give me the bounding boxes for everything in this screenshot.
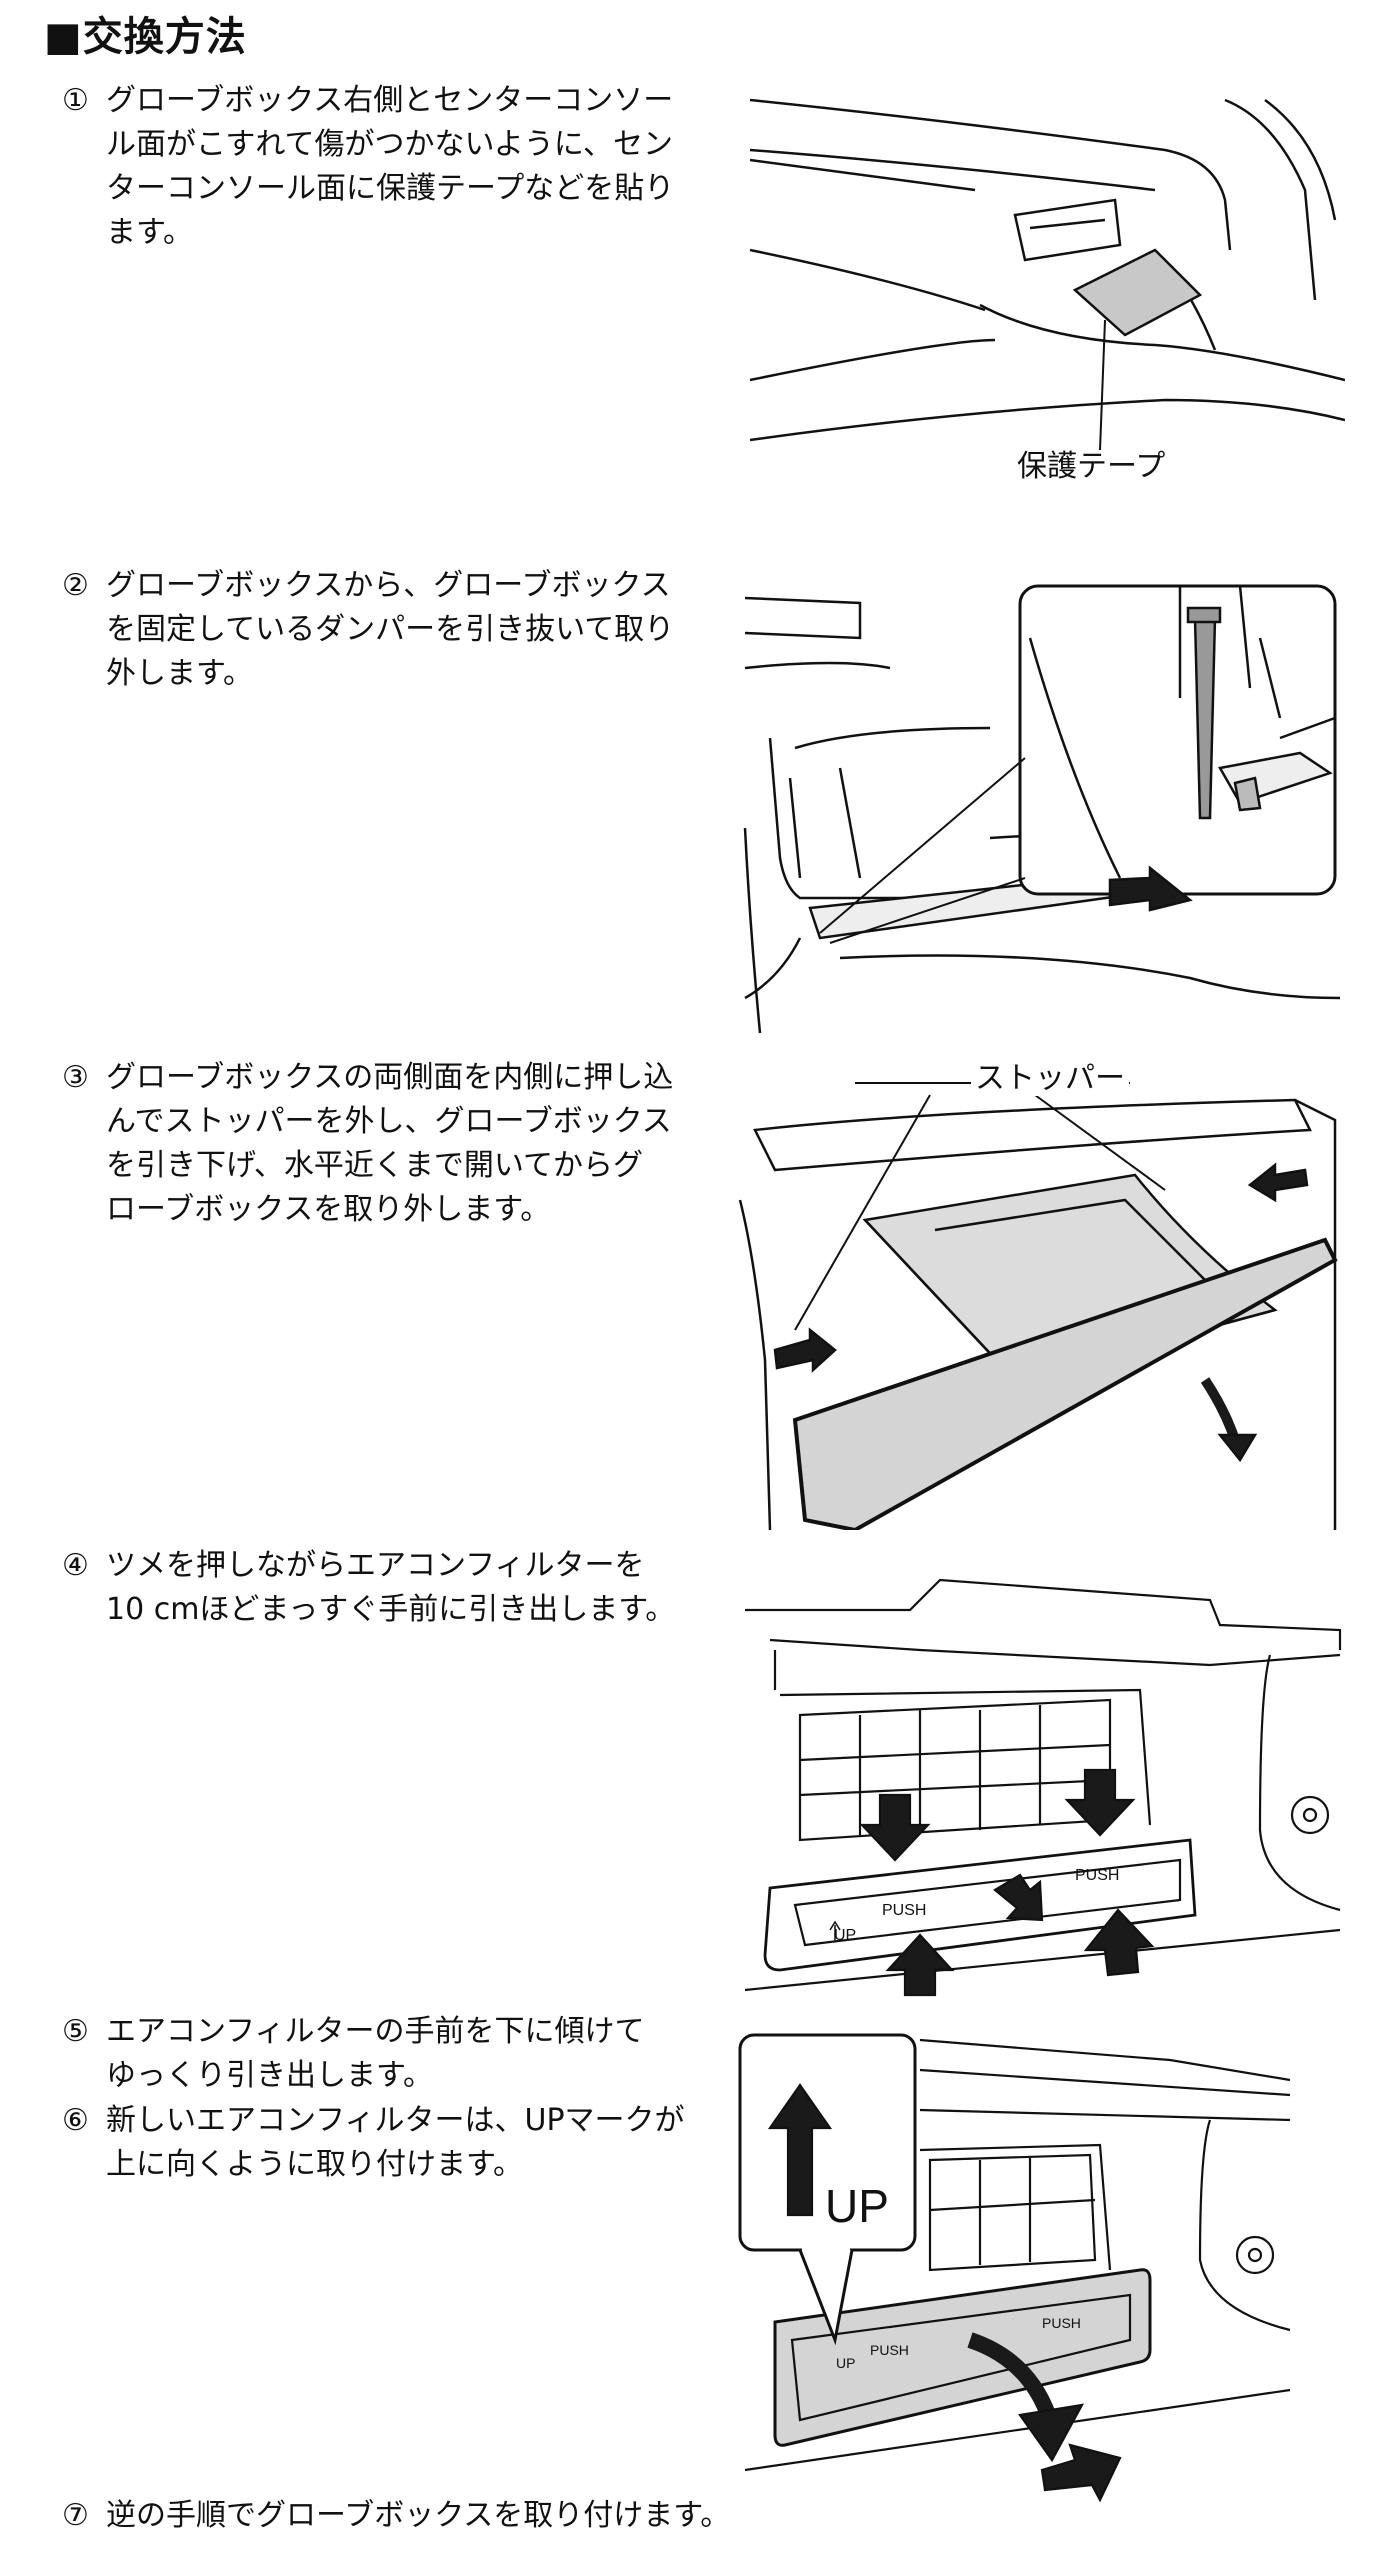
down-arrow	[1217, 1433, 1258, 1463]
step-7: ⑦ 逆の手順でグローブボックスを取り付けます。	[62, 2494, 822, 2538]
step-number: ⑦	[62, 2498, 89, 2533]
step-text-line: グローブボックスから、グローブボックス	[106, 568, 671, 603]
step-text-line: エアコンフィルターの手前を下に傾けて	[106, 2014, 645, 2049]
stopper-label: ストッパー	[971, 1062, 1129, 1096]
step-text-line: ツメを押しながらエアコンフィルターを	[106, 1548, 645, 1583]
push-up-arrow-right	[1083, 1908, 1155, 1977]
step-number: ②	[62, 568, 89, 603]
step-number: ④	[62, 1548, 89, 1583]
step-number: ⑥	[62, 2103, 89, 2138]
step-text-line: 10 cmほどまっすぐ手前に引き出します。	[106, 1592, 676, 1627]
push-label-right: PUSH	[1075, 1867, 1119, 1884]
figure-protective-tape: 保護テープ	[745, 80, 1345, 500]
step-number: ①	[62, 83, 89, 118]
pull-arrow	[1108, 865, 1193, 912]
push-arrow-left	[773, 1327, 837, 1373]
step-text-line: ローブボックスを取り外します。	[106, 1192, 551, 1227]
step-text-line: 新しいエアコンフィルターは、UPマークが	[106, 2103, 685, 2138]
figure-damper-removal	[740, 578, 1345, 1038]
step-text-line: 外します。	[106, 656, 253, 691]
step-number: ③	[62, 1060, 89, 1095]
push-label-left: PUSH	[882, 1902, 926, 1919]
pull-out-arrow	[993, 1873, 1044, 1922]
pull-out-arrow	[1040, 2443, 1122, 2503]
tilt-arrow	[1018, 2403, 1085, 2463]
step-text-line: ます。	[106, 215, 193, 250]
up-mark-text: UP	[834, 1927, 856, 1944]
protective-tape-shape	[1072, 248, 1203, 337]
step-text-line: 逆の手順でグローブボックスを取り付けます。	[106, 2498, 731, 2533]
step-number: ⑤	[62, 2014, 89, 2049]
push-arrow-right	[1247, 1162, 1309, 1203]
push-up-arrow-left	[885, 1933, 955, 1997]
step-text-line: んでストッパーを外し、グローブボックス	[106, 1104, 672, 1139]
step-text-line: 上に向くように取り付けます。	[106, 2147, 523, 2182]
up-mark-text: UP	[836, 2355, 855, 2371]
step-5: ⑤ エアコンフィルターの手前を下に傾けて ゆっくり引き出します。	[62, 2010, 722, 2098]
push-label-right: PUSH	[1042, 2315, 1081, 2331]
step-3: ③ グローブボックスの両側面を内側に押し込 んでストッパーを外し、グローブボック…	[62, 1056, 722, 1232]
step-text-line: グローブボックスの両側面を内側に押し込	[106, 1060, 674, 1095]
step-6: ⑥ 新しいエアコンフィルターは、UPマークが 上に向くように取り付けます。	[62, 2099, 722, 2187]
section-title: ■交換方法	[44, 14, 247, 60]
step-text-line: ル面がこすれて傷がつかないように、セン	[106, 127, 673, 162]
protective-tape-label: 保護テープ	[1013, 450, 1170, 484]
step-4: ④ ツメを押しながらエアコンフィルターを 10 cmほどまっすぐ手前に引き出しま…	[62, 1544, 722, 1632]
step-2: ② グローブボックスから、グローブボックス を固定しているダンパーを引き抜いて取…	[62, 564, 722, 696]
callout-up-text: UP	[825, 2180, 889, 2232]
push-label-left: PUSH	[870, 2342, 909, 2358]
step-text-line: グローブボックス右側とセンターコンソー	[106, 83, 674, 118]
step-text-line: ターコンソール面に保護テープなどを貼り	[106, 171, 675, 206]
figure-filter-pull: UP PUSH PUSH	[740, 1570, 1360, 2000]
step-1: ① グローブボックス右側とセンターコンソー ル面がこすれて傷がつかないように、セ…	[62, 79, 722, 255]
up-arrow-icon	[767, 2083, 833, 2217]
figure-glovebox-open: ストッパー	[735, 1060, 1345, 1530]
step-text-line: を引き下げ、水平近くまで開いてからグ	[106, 1148, 643, 1183]
push-down-arrow-right	[1064, 1768, 1136, 1837]
step-text-line: を固定しているダンパーを引き抜いて取り	[106, 612, 675, 647]
figure-filter-install: UP UP PUSH PUSH	[730, 2010, 1370, 2510]
step-text-line: ゆっくり引き出します。	[106, 2058, 433, 2093]
push-down-arrow-left	[859, 1793, 931, 1862]
